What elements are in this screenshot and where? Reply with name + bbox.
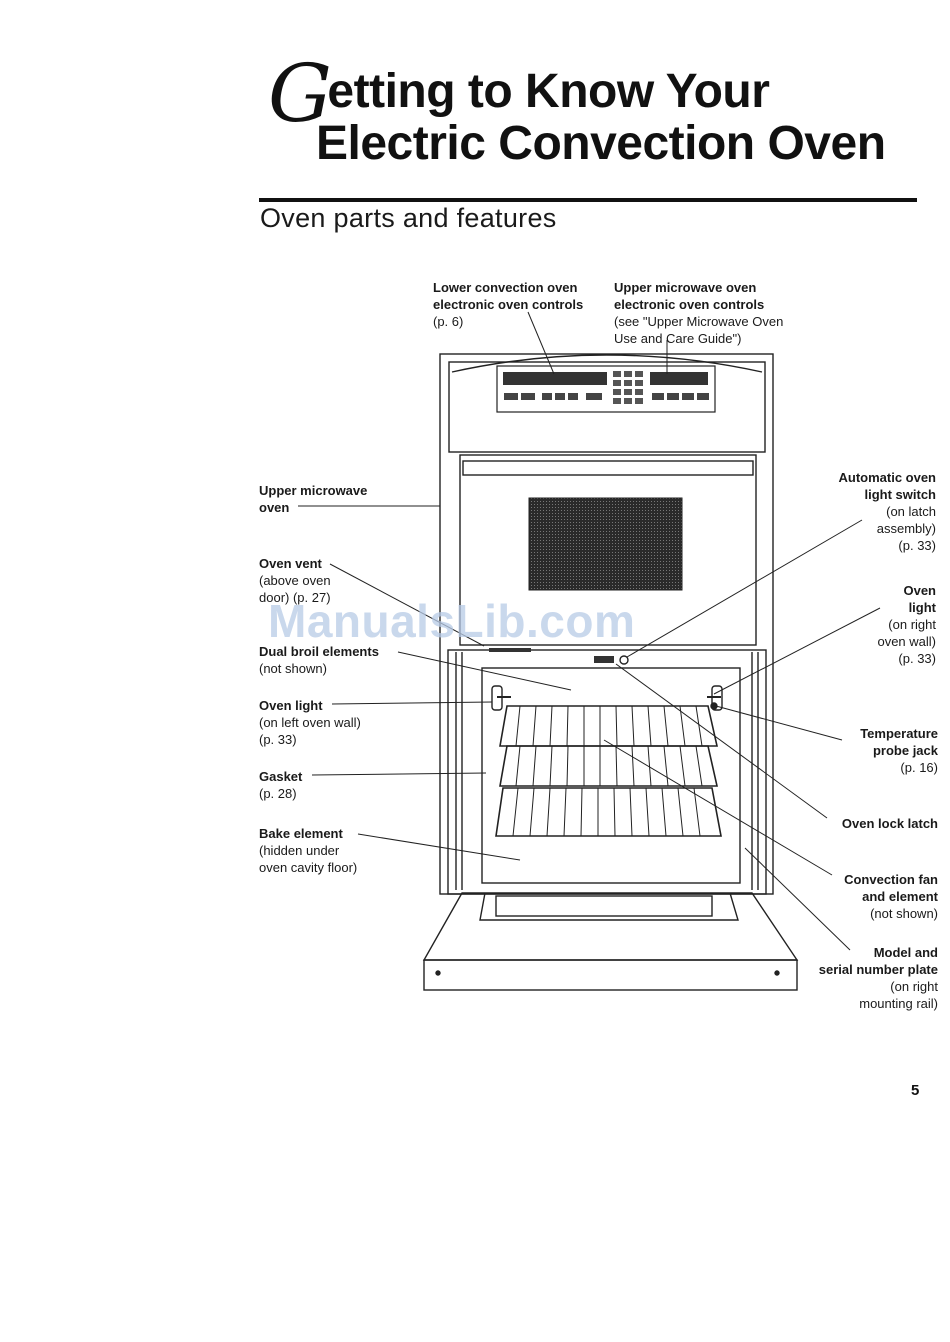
callout-heading: electronic oven controls (614, 297, 765, 312)
callout-heading: Oven lock latch (841, 816, 938, 831)
callout-oven-light-right: Oven light (on right oven wall) (p. 33) (877, 582, 936, 667)
callout-note: (p. 28) (259, 786, 297, 801)
callout-heading: Model and (873, 945, 938, 960)
callout-heading: Oven (903, 583, 936, 598)
callout-lock-latch: Oven lock latch (842, 815, 938, 832)
callout-note: Use and Care Guide") (614, 331, 742, 346)
callout-note: (on right (888, 617, 936, 632)
control-panel (496, 365, 716, 413)
leader-lines (298, 311, 881, 951)
callout-heading: light (908, 600, 936, 615)
callout-note: (p. 6) (433, 314, 464, 329)
callout-heading: probe jack (872, 743, 938, 758)
callout-note: (p. 33) (898, 651, 936, 666)
callout-heading: Bake element (259, 826, 343, 841)
microwave-window (528, 497, 683, 591)
callout-heading: Temperature (860, 726, 938, 741)
callout-upper-controls: Upper microwave oven electronic oven con… (614, 279, 783, 347)
oven-door (422, 892, 799, 991)
callout-heading: Automatic oven (838, 470, 936, 485)
callout-note: door) (p. 27) (259, 590, 331, 605)
callout-note: (above oven (259, 573, 331, 588)
callout-note: mounting rail) (859, 996, 938, 1011)
callout-gasket: Gasket (p. 28) (259, 768, 302, 802)
callout-heading: and element (862, 889, 938, 904)
callout-note: (hidden under (259, 843, 340, 858)
callout-oven-light-left: Oven light (on left oven wall) (p. 33) (259, 697, 361, 748)
callout-lower-controls: Lower convection oven electronic oven co… (433, 279, 583, 330)
callout-note: oven cavity floor) (259, 860, 358, 875)
oven-vent (489, 648, 531, 652)
callout-heading: Upper microwave (259, 483, 368, 498)
callout-note: assembly) (876, 521, 936, 536)
oven-cabinet (439, 353, 774, 895)
callout-model-plate: Model and serial number plate (on right … (819, 944, 938, 1012)
rack-wires (512, 705, 703, 837)
callout-dual-broil: Dual broil elements (not shown) (259, 643, 379, 677)
callout-convection-fan: Convection fan and element (not shown) (844, 871, 938, 922)
callout-upper-microwave: Upper microwave oven (259, 482, 367, 516)
callout-note: (not shown) (259, 661, 327, 676)
callout-auto-light-switch: Automatic oven light switch (on latch as… (838, 469, 936, 554)
callout-temp-probe: Temperature probe jack (p. 16) (860, 725, 938, 776)
title-line-2: Electric Convection Oven (316, 117, 886, 170)
oven-racks (495, 696, 722, 837)
door-latch (594, 655, 629, 665)
page-number: 5 (911, 1082, 920, 1099)
callout-note: (on left oven wall) (259, 715, 361, 730)
callout-heading: oven (259, 500, 290, 515)
callout-heading: Convection fan (844, 872, 938, 887)
callout-heading: serial number plate (818, 962, 938, 977)
callout-heading: Gasket (259, 769, 303, 784)
callout-heading: Dual broil elements (259, 644, 379, 659)
callout-note: (on latch (886, 504, 936, 519)
callout-note: (on right (890, 979, 938, 994)
title-rule (259, 198, 917, 202)
callout-oven-vent: Oven vent (above oven door) (p. 27) (259, 555, 331, 606)
callout-heading: Oven vent (259, 556, 322, 571)
callout-note: (p. 33) (259, 732, 297, 747)
callout-note: (p. 16) (900, 760, 938, 775)
callout-note: (p. 33) (898, 538, 936, 553)
section-heading: Oven parts and features (260, 203, 557, 233)
callout-heading: electronic oven controls (433, 297, 584, 312)
callout-note: (not shown) (870, 906, 938, 921)
callout-bake-element: Bake element (hidden under oven cavity f… (259, 825, 357, 876)
title-drop-cap: G (268, 47, 332, 140)
callout-heading: Upper microwave oven (614, 280, 757, 295)
callout-heading: Oven light (259, 698, 323, 713)
callout-heading: Lower convection oven (433, 280, 578, 295)
callout-heading: light switch (864, 487, 937, 502)
watermark: ManualsLib.com (268, 595, 636, 647)
callout-note: (see "Upper Microwave Oven (614, 314, 784, 329)
callout-note: oven wall) (877, 634, 936, 649)
oven-light-fixtures (491, 685, 723, 711)
title-line-1: etting to Know Your (327, 65, 770, 118)
